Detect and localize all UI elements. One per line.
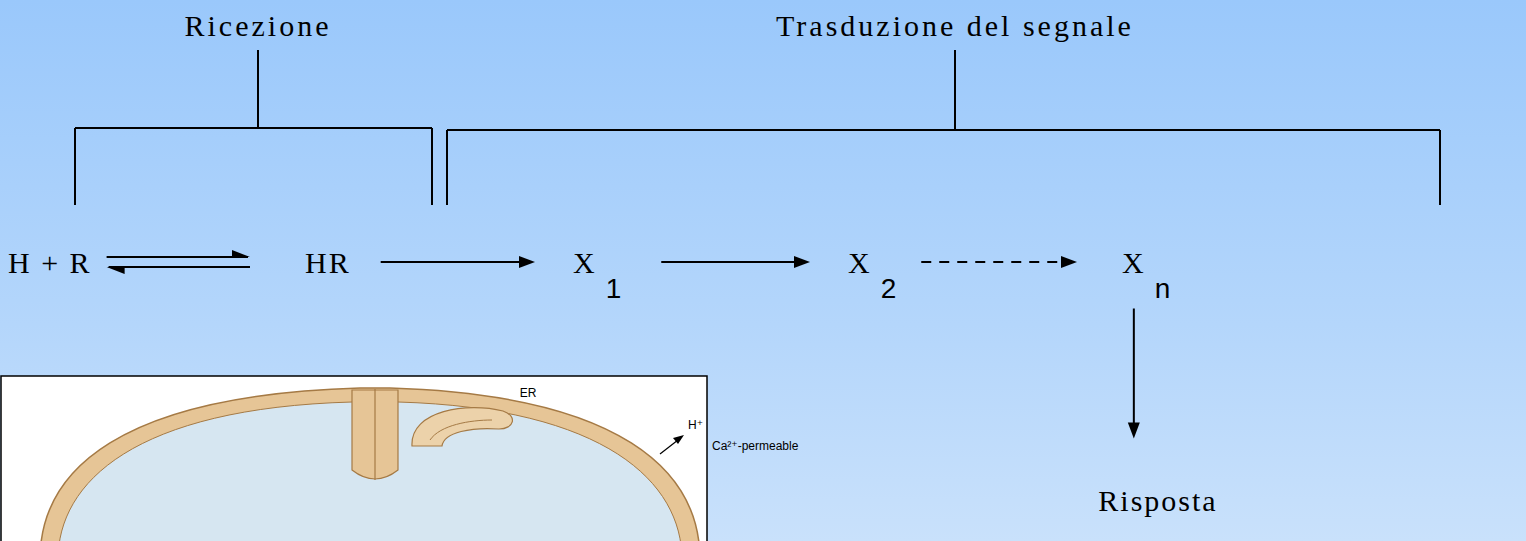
proton-arrowhead — [673, 435, 684, 444]
node-text: X — [1122, 246, 1146, 279]
connector-line — [381, 261, 527, 263]
bracket-leg — [74, 128, 76, 205]
transduction-bracket — [447, 50, 1440, 205]
ion-label: H⁺ — [688, 419, 703, 432]
bracket-stem — [954, 50, 956, 130]
bracket-leg — [431, 128, 433, 205]
connector-line — [109, 266, 250, 268]
arrowhead — [794, 256, 810, 268]
arrowhead — [1061, 256, 1077, 268]
complex-node: HR — [305, 248, 351, 278]
bracket-bar — [75, 127, 432, 129]
middle-lamella — [374, 389, 375, 480]
response-node: Risposta — [1098, 486, 1217, 516]
channel-label: Ca²⁺-permeable — [712, 440, 798, 453]
connector-line — [921, 261, 1069, 263]
connector-line — [661, 261, 802, 263]
connector-line — [1133, 309, 1135, 431]
node-text: X — [573, 246, 597, 279]
node-text: HR — [305, 246, 351, 279]
arrowhead — [519, 256, 535, 268]
section-title: Trasduzione del segnale — [776, 9, 1134, 42]
subscript: 1 — [606, 273, 622, 304]
bracket-leg — [1439, 130, 1441, 205]
reception-bracket — [75, 50, 432, 205]
connector-line — [107, 256, 248, 258]
node-text: H + R — [8, 246, 92, 279]
flow-arrow — [1128, 309, 1140, 439]
flow-arrow — [381, 256, 535, 268]
messenger-node: X2 — [848, 248, 896, 303]
bracket-stem — [257, 50, 259, 128]
node-text: Risposta — [1098, 484, 1217, 517]
bracket-bar — [447, 129, 1440, 131]
proton-arrow — [660, 440, 678, 454]
cell-inset — [1, 376, 707, 541]
arrowhead — [107, 267, 125, 274]
organelle-label: ER — [520, 387, 537, 400]
messenger-node: X1 — [573, 248, 621, 303]
middle-wall — [352, 390, 398, 479]
flow-arrow — [661, 256, 810, 268]
bracket-leg — [446, 130, 448, 205]
arrowhead — [232, 250, 250, 257]
node-text: X — [848, 246, 872, 279]
flow-arrow — [921, 256, 1077, 268]
subscript: 2 — [881, 273, 897, 304]
cell-wall — [40, 388, 700, 541]
arrowhead — [1128, 423, 1140, 439]
subscript: n — [1155, 273, 1171, 304]
section-title: Ricezione — [185, 9, 332, 42]
hormone-receptor: H + R — [8, 248, 92, 278]
er-organelle — [412, 408, 512, 446]
er-fold — [430, 420, 492, 440]
equilibrium-arrow — [107, 250, 250, 274]
messenger-node: Xn — [1122, 248, 1170, 303]
